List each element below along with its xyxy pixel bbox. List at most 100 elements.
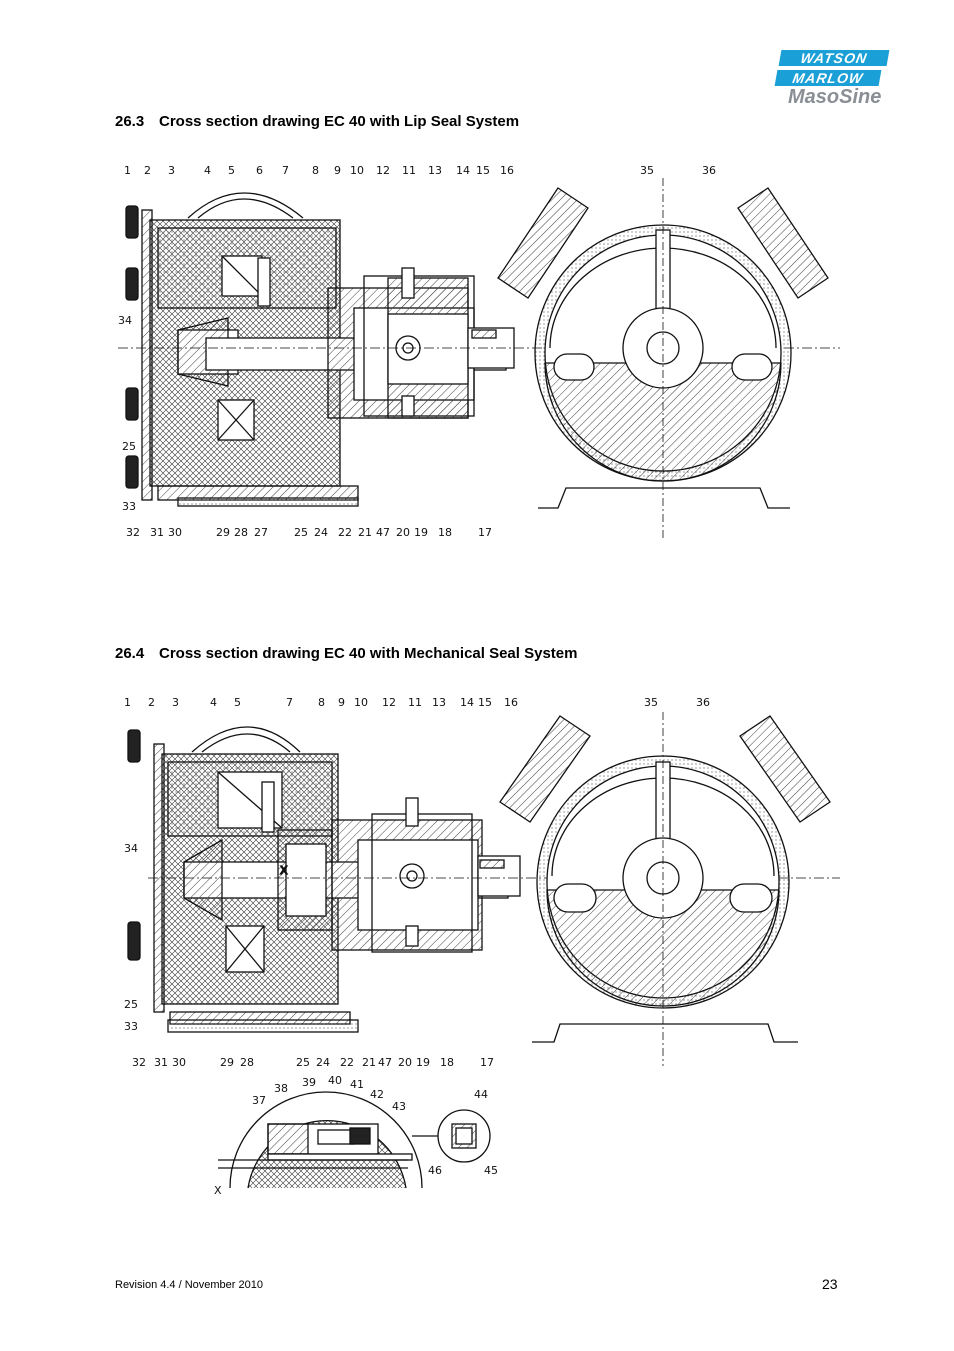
label-3: 3 [168, 164, 175, 177]
label-17: 17 [480, 1056, 494, 1069]
label-36: 36 [702, 164, 716, 177]
label-22: 22 [338, 526, 352, 539]
label-11: 11 [402, 164, 416, 177]
label-28: 28 [234, 526, 248, 539]
label-25: 25 [124, 998, 138, 1011]
label-20: 20 [396, 526, 410, 539]
label-8: 8 [318, 696, 325, 709]
label-39: 39 [302, 1076, 316, 1089]
label-5: 5 [228, 164, 235, 177]
label-30: 30 [172, 1056, 186, 1069]
section-mark-x: X [214, 1184, 222, 1197]
section-number: 26.3 [115, 113, 145, 130]
label-31: 31 [150, 526, 164, 539]
label-35: 35 [640, 164, 654, 177]
detail-drawing [218, 1091, 491, 1189]
drawing1-bottom-labels: 32 31 30 29 28 27 25 24 22 21 47 20 19 1… [126, 526, 492, 539]
label-16: 16 [504, 696, 518, 709]
section-heading-mechanical-seal: 26.4 Cross section drawing EC 40 with Mec… [115, 645, 577, 662]
drawing2-bottom-labels: 32 31 30 29 28 25 24 22 21 47 20 19 18 1… [132, 1056, 494, 1069]
drawing1-side-labels: 34 25 33 [118, 314, 136, 513]
cross-section-drawing-lip-seal: 1 2 3 4 5 6 7 8 9 10 12 11 13 14 15 16 3… [118, 164, 840, 539]
label-8: 8 [312, 164, 319, 177]
label-25b: 25 [294, 526, 308, 539]
label-15: 15 [478, 696, 492, 709]
label-11: 11 [408, 696, 422, 709]
label-15: 15 [476, 164, 490, 177]
label-32: 32 [132, 1056, 146, 1069]
detail-labels: 37 38 39 40 41 42 43 44 46 45 X [214, 1074, 498, 1197]
section-title: Cross section drawing EC 40 with Lip Sea… [159, 113, 520, 130]
detail-x-mechanical-seal: 37 38 39 40 41 42 43 44 46 45 X [214, 1074, 498, 1197]
label-27: 27 [254, 526, 268, 539]
label-1: 1 [124, 696, 131, 709]
label-13: 13 [432, 696, 446, 709]
label-21: 21 [362, 1056, 376, 1069]
watson-marlow-masosine-logo: WATSON MARLOW MasoSine [770, 46, 910, 110]
drawing1-housing-side [125, 192, 359, 507]
label-37: 37 [252, 1094, 266, 1107]
label-6: 6 [256, 164, 263, 177]
label-4: 4 [210, 696, 217, 709]
drawing1-shaft [118, 267, 840, 419]
logo-line-marlow: MARLOW [774, 70, 882, 86]
label-25b: 25 [296, 1056, 310, 1069]
label-14: 14 [456, 164, 470, 177]
drawing2-shaft: X [148, 797, 840, 953]
label-32: 32 [126, 526, 140, 539]
label-30: 30 [168, 526, 182, 539]
label-12: 12 [382, 696, 396, 709]
label-25: 25 [122, 440, 136, 453]
label-17: 17 [478, 526, 492, 539]
label-28: 28 [240, 1056, 254, 1069]
label-21: 21 [358, 526, 372, 539]
logo-line-masosine: MasoSine [788, 86, 882, 108]
label-14: 14 [460, 696, 474, 709]
label-3: 3 [172, 696, 179, 709]
logo-line-watson: WATSON [778, 50, 890, 66]
label-13: 13 [428, 164, 442, 177]
label-33: 33 [122, 500, 136, 513]
section-title: Cross section drawing EC 40 with Mechani… [159, 645, 578, 662]
section-number: 26.4 [115, 645, 145, 662]
label-16: 16 [500, 164, 514, 177]
label-4: 4 [204, 164, 211, 177]
label-24: 24 [316, 1056, 330, 1069]
section-heading-lip-seal: 26.3 Cross section drawing EC 40 with Lip… [115, 113, 519, 130]
label-29: 29 [220, 1056, 234, 1069]
label-34: 34 [124, 842, 138, 855]
revision-note: Revision 4.4 / November 2010 [115, 1279, 263, 1291]
drawing1-top-labels: 1 2 3 4 5 6 7 8 9 10 12 11 13 14 15 16 3… [124, 164, 716, 177]
label-9: 9 [334, 164, 341, 177]
label-38: 38 [274, 1082, 288, 1095]
label-29: 29 [216, 526, 230, 539]
label-5: 5 [234, 696, 241, 709]
drawing2-top-labels: 1 2 3 4 5 7 8 9 10 12 11 13 14 15 16 35 … [124, 696, 710, 709]
label-42: 42 [370, 1088, 384, 1101]
label-12: 12 [376, 164, 390, 177]
label-1: 1 [124, 164, 131, 177]
label-18: 18 [438, 526, 452, 539]
label-19: 19 [414, 526, 428, 539]
label-2: 2 [148, 696, 155, 709]
label-47: 47 [378, 1056, 392, 1069]
label-7: 7 [282, 164, 289, 177]
label-41: 41 [350, 1078, 364, 1091]
section-mark-x: X [280, 864, 288, 877]
label-47: 47 [376, 526, 390, 539]
page-number: 23 [822, 1276, 838, 1292]
label-40: 40 [328, 1074, 342, 1087]
label-10: 10 [354, 696, 368, 709]
label-36: 36 [696, 696, 710, 709]
drawing2-end-view [499, 712, 831, 1066]
label-43: 43 [392, 1100, 406, 1113]
label-20: 20 [398, 1056, 412, 1069]
label-10: 10 [350, 164, 364, 177]
label-22: 22 [340, 1056, 354, 1069]
label-24: 24 [314, 526, 328, 539]
drawing1-end-view [497, 178, 829, 538]
label-46: 46 [428, 1164, 442, 1177]
label-7: 7 [286, 696, 293, 709]
label-2: 2 [144, 164, 151, 177]
label-34: 34 [118, 314, 132, 327]
